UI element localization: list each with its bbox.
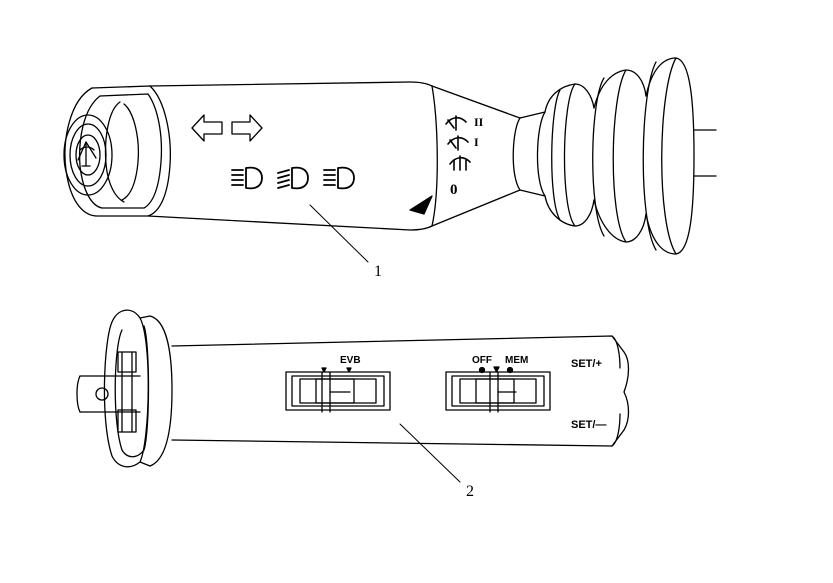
callout-leader-2 bbox=[399, 423, 461, 483]
upper-stalk-tube bbox=[147, 81, 521, 231]
off-label: OFF bbox=[472, 355, 492, 366]
callout-leader-1 bbox=[309, 204, 369, 263]
lower-stalk-shaft bbox=[76, 375, 141, 413]
wires bbox=[693, 129, 717, 177]
wiper-pos-2: II bbox=[474, 115, 484, 129]
wiper-slow-icon bbox=[447, 135, 469, 151]
upper-stalk: II I 0 bbox=[63, 57, 717, 255]
callout-label-2: 2 bbox=[466, 483, 474, 500]
wiper-interval-icon bbox=[449, 155, 471, 171]
position-pointer-icon bbox=[409, 195, 433, 215]
off-dot-icon bbox=[478, 366, 486, 374]
set-minus-label: SET/— bbox=[571, 419, 606, 431]
upper-stalk-end-cap bbox=[63, 85, 171, 217]
rubber-boot bbox=[544, 57, 695, 255]
lower-stalk-body bbox=[171, 335, 630, 447]
mem-label: MEM bbox=[505, 355, 528, 366]
evb-switch[interactable] bbox=[285, 371, 391, 413]
mem-switch[interactable] bbox=[445, 371, 551, 413]
lower-stalk: EVB OFF MEM SET/+ SET/— bbox=[76, 309, 630, 468]
mem-marker-icon bbox=[493, 366, 500, 373]
lower-stalk-flange bbox=[103, 309, 173, 468]
turn-signal-icons bbox=[191, 114, 263, 142]
evb-marker-left-icon bbox=[321, 367, 327, 373]
headlight-icons bbox=[231, 166, 355, 190]
evb-label: EVB bbox=[340, 355, 361, 366]
callout-label-1: 1 bbox=[374, 263, 382, 280]
wiper-pos-1: I bbox=[474, 135, 479, 149]
evb-marker-right-icon bbox=[346, 367, 352, 373]
wiper-symbols bbox=[445, 115, 471, 171]
wiper-pos-0: 0 bbox=[450, 182, 458, 198]
set-plus-label: SET/+ bbox=[571, 358, 602, 370]
high-beam-icon bbox=[323, 166, 355, 190]
right-arrow-icon bbox=[231, 114, 263, 142]
washer-icon bbox=[77, 141, 97, 167]
wiper-fast-icon bbox=[445, 115, 467, 131]
upper-stalk-collar bbox=[512, 111, 546, 197]
low-beam-icon bbox=[231, 166, 263, 190]
mem-dot-icon bbox=[506, 366, 514, 374]
fog-light-icon bbox=[277, 166, 309, 190]
left-arrow-icon bbox=[191, 114, 223, 142]
